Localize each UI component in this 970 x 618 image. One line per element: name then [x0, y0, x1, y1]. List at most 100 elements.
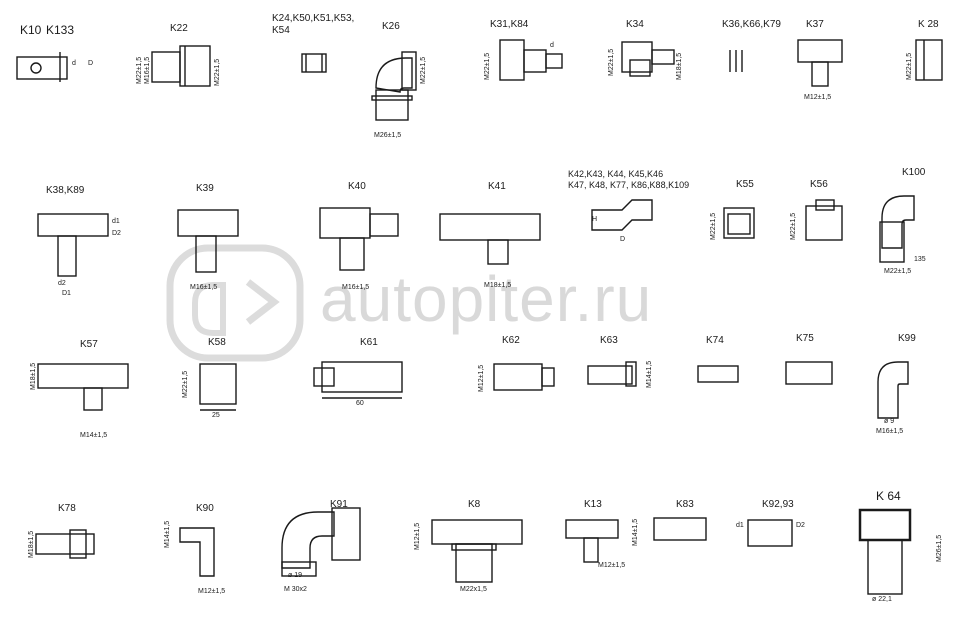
dim-k31-d: d [550, 42, 554, 49]
dim-k42-H: H [592, 216, 598, 223]
dim-k41-m18: M18±1,5 [484, 282, 512, 289]
label-k28: K 28 [918, 19, 939, 30]
dim-k31-m22: M22±1,5 [484, 52, 491, 80]
dim-k8-m12: M12±1,5 [414, 522, 421, 550]
part-k58 [199, 363, 237, 405]
dim-k57-m14: M14±1,5 [80, 432, 108, 439]
label-k78: K78 [58, 503, 76, 514]
part-k9293 [747, 519, 793, 547]
label-k22: K22 [170, 23, 188, 34]
label-k61: K61 [360, 337, 378, 348]
dim-k100-m22: M22±1,5 [884, 268, 912, 275]
label-k13: K13 [584, 499, 602, 510]
label-k42a: K42,K43, K44, K45,K46 [568, 169, 664, 179]
part-k39 [177, 209, 239, 273]
dim-k37-m12: M12±1,5 [804, 94, 832, 101]
dim-k26-m26: M26±1,5 [374, 132, 402, 139]
dim-k58-m22: M22±1,5 [182, 370, 189, 398]
part-k8 [431, 519, 523, 583]
dim-k61-60: 60 [356, 400, 364, 407]
label-k26: K26 [382, 21, 400, 32]
part-k100 [879, 195, 915, 263]
label-k55: K55 [736, 179, 754, 190]
dim-k99-m16: M16±1,5 [876, 428, 904, 435]
part-k83 [653, 517, 707, 541]
dim-k38-d1: d1 [112, 218, 120, 225]
dim-k22-m22: M22±1,5 [136, 56, 143, 84]
dim-k9293-d1: d1 [736, 522, 744, 529]
label-k56: K56 [810, 179, 828, 190]
dim-k38-D1: D1 [62, 290, 71, 297]
dim-k8-m22: M22x1,5 [460, 586, 487, 593]
part-k99 [877, 361, 909, 419]
label-k34: K34 [626, 19, 644, 30]
dim-k63-m14: M14±1,5 [646, 360, 653, 388]
label-k99: K99 [898, 333, 916, 344]
part-k13 [565, 519, 619, 563]
dim-k57-m18: M18±1,5 [30, 362, 37, 390]
label-k9293: K92,93 [762, 499, 794, 510]
part-k61 [313, 361, 403, 393]
label-k8: K8 [468, 499, 481, 510]
part-k38 [37, 213, 109, 277]
dim-k28-m22: M22±1,5 [906, 52, 913, 80]
label-k75: K75 [796, 333, 814, 344]
label-k63: K63 [600, 335, 618, 346]
label-k37: K37 [806, 19, 824, 30]
label-k10: K10 [20, 23, 42, 37]
label-k90: K90 [196, 503, 214, 514]
dim-k22-m22b: M22±1,5 [214, 58, 221, 86]
dim-k91-m30: M 30x2 [284, 586, 307, 593]
part-k37 [797, 39, 843, 87]
dim-k26-m22: M22±1,5 [420, 56, 427, 84]
part-k10 [16, 52, 68, 82]
label-k62: K62 [502, 335, 520, 346]
label-k42b: K47, K48, K77, K86,K88,K109 [568, 180, 690, 190]
part-k42 [591, 199, 653, 231]
label-k83: K83 [676, 499, 694, 510]
part-k57 [37, 363, 129, 411]
part-k40 [319, 207, 399, 271]
part-k34 [621, 41, 675, 77]
dim-k34-m22: M22±1,5 [608, 48, 615, 76]
part-k31 [499, 39, 563, 81]
dim-k38-D2: D2 [112, 230, 121, 237]
dim-k78-m18: M18±1,5 [28, 530, 35, 558]
label-k41: K41 [488, 181, 506, 192]
dim-k90-m14: M14±1,5 [164, 520, 171, 548]
label-k133: K133 [46, 23, 75, 37]
part-k36 [729, 50, 743, 72]
dim-k40-m16: M16±1,5 [342, 284, 370, 291]
part-k41 [439, 213, 541, 265]
dim-k62-m12: M12±1,5 [478, 364, 485, 392]
autopiter-logo-icon [166, 244, 304, 362]
part-k22 [151, 45, 211, 87]
dim-k39-m16: M16±1,5 [190, 284, 218, 291]
label-k39: K39 [196, 183, 214, 194]
dim-k64-d221: ø 22,1 [872, 596, 892, 603]
part-k26 [371, 51, 417, 121]
dim-k83-m14: M14±1,5 [632, 518, 639, 546]
dim-k10-D: D [88, 60, 94, 67]
label-k91: K91 [330, 499, 348, 510]
dim-k22-m16: M16±1,5 [144, 56, 151, 84]
label-k74: K74 [706, 335, 724, 346]
part-k78 [35, 529, 95, 559]
dim-k91-d19: ø 19 [288, 572, 303, 579]
part-k74 [697, 365, 739, 383]
dim-k13-m12: M12±1,5 [598, 562, 626, 569]
dim-k55-m22: M22±1,5 [710, 212, 717, 240]
label-k58: K58 [208, 337, 226, 348]
dim-k100-135: 135 [914, 256, 926, 263]
dim-k9293-D2: D2 [796, 522, 805, 529]
label-k57: K57 [80, 339, 98, 350]
dim-k10-d: d [72, 60, 76, 67]
label-k100: K100 [902, 167, 926, 178]
label-k31: K31,K84 [490, 19, 529, 30]
dim-k99-d9: ø 9 [884, 418, 895, 425]
part-k56 [805, 199, 843, 241]
label-k24: K24,K50,K51,K53, [272, 13, 355, 24]
part-k64 [858, 508, 912, 595]
